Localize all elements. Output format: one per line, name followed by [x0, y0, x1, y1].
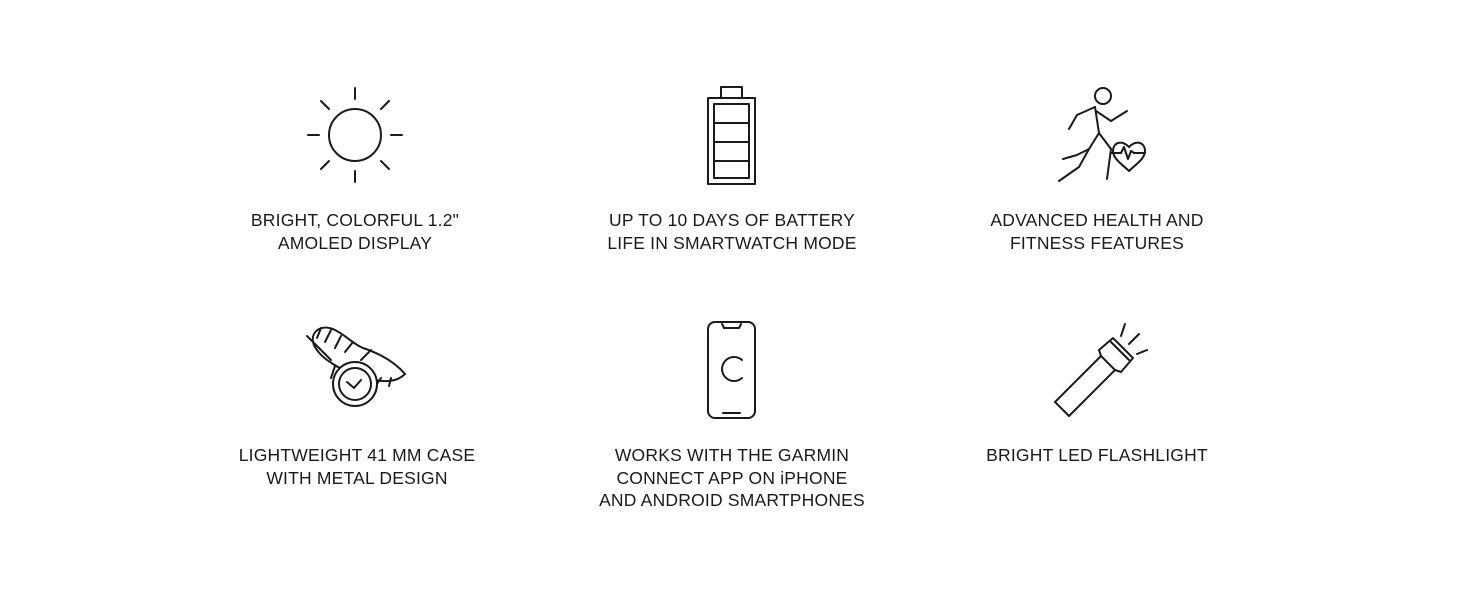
battery-icon [706, 85, 758, 187]
feature-label: LIGHTWEIGHT 41 MM CASE WITH METAL DESIGN [207, 444, 507, 489]
feature-label-line: WITH METAL DESIGN [266, 467, 448, 488]
feature-battery: UP TO 10 DAYS OF BATTERY LIFE IN SMARTWA… [582, 85, 882, 265]
feature-label-line: LIFE IN SMARTWATCH MODE [607, 232, 857, 253]
feature-label-line: ADVANCED HEALTH AND [990, 210, 1204, 230]
feature-flashlight: BRIGHT LED FLASHLIGHT [947, 320, 1247, 500]
feather-watch-icon [305, 320, 409, 410]
feature-label-line: CONNECT APP ON iPHONE [616, 467, 848, 488]
feature-label-line: LIGHTWEIGHT 41 MM CASE [238, 445, 476, 465]
feature-label-line: UP TO 10 DAYS OF BATTERY [609, 210, 855, 230]
feature-label-line: BRIGHT LED FLASHLIGHT [986, 445, 1208, 465]
feature-label-line: WORKS WITH THE GARMIN [614, 445, 850, 465]
runner-heart-icon [1047, 85, 1147, 187]
flashlight-icon [1051, 320, 1151, 420]
feature-connect-app: WORKS WITH THE GARMIN CONNECT APP ON iPH… [582, 320, 882, 520]
smartphone-icon [706, 320, 758, 420]
feature-label: BRIGHT, COLORFUL 1.2" AMOLED DISPLAY [205, 209, 505, 254]
feature-label-line: AND ANDROID SMARTPHONES [599, 490, 865, 510]
feature-label: BRIGHT LED FLASHLIGHT [947, 444, 1247, 467]
sun-icon [305, 85, 405, 187]
feature-label: WORKS WITH THE GARMIN CONNECT APP ON iPH… [582, 444, 882, 512]
feature-label-line: BRIGHT, COLORFUL 1.2" [250, 210, 460, 230]
feature-label: ADVANCED HEALTH AND FITNESS FEATURES [947, 209, 1247, 254]
feature-display: BRIGHT, COLORFUL 1.2" AMOLED DISPLAY [205, 85, 505, 265]
feature-health: ADVANCED HEALTH AND FITNESS FEATURES [947, 85, 1247, 265]
feature-label: UP TO 10 DAYS OF BATTERY LIFE IN SMARTWA… [582, 209, 882, 254]
feature-label-line: FITNESS FEATURES [1009, 232, 1184, 253]
feature-lightweight: LIGHTWEIGHT 41 MM CASE WITH METAL DESIGN [207, 320, 507, 500]
feature-label-line: AMOLED DISPLAY [277, 232, 433, 253]
